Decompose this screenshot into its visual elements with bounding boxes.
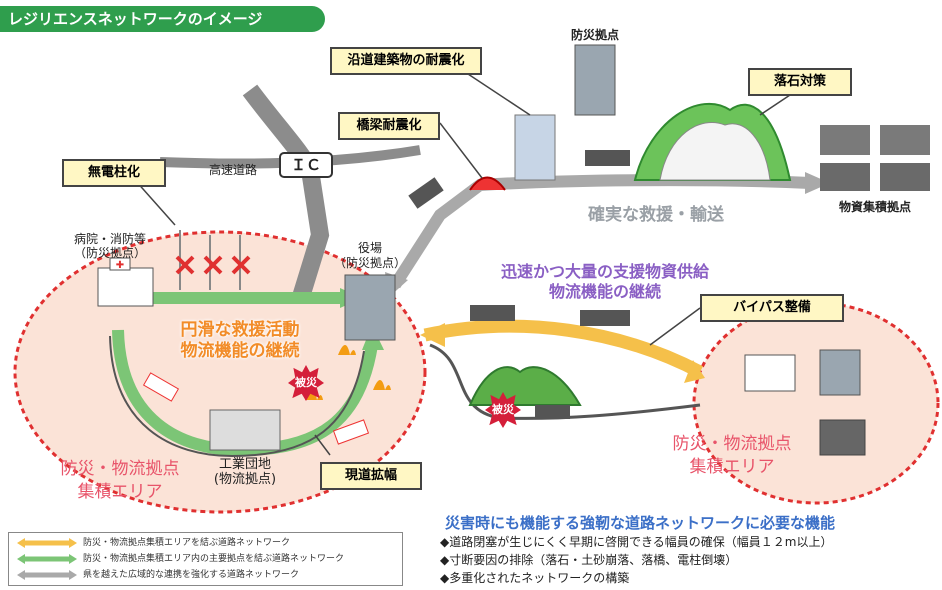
fire-1	[338, 345, 356, 355]
warehouse-right	[819, 419, 866, 456]
callout-bypass: バイパス整備	[700, 294, 844, 322]
label-industrial-1: 工業団地	[218, 457, 271, 472]
label-office-1: 役場	[357, 241, 382, 255]
ambulance-1	[142, 372, 180, 402]
x-marks	[175, 255, 251, 275]
label-industrial-2: (物流拠点)	[213, 472, 277, 487]
warehouse-1	[820, 125, 870, 155]
hospital-right	[744, 354, 796, 392]
town-hall-bldg	[344, 274, 396, 341]
text-supply-2: 物流機能の継続	[548, 282, 661, 301]
bridge-arch	[469, 176, 506, 191]
text-area-right-1: 防災・物流拠点	[672, 434, 792, 454]
function-item: ◆寸断要因の排除（落石・土砂崩落、落橋、電柱倒壊）	[440, 553, 738, 567]
label-hospital-2: （防災拠点）	[73, 246, 146, 260]
yellow-road	[423, 319, 704, 378]
legend-text: 県を越えた広域的な連携を強化する道路ネットワーク	[83, 570, 300, 580]
legend-text: 防災・物流拠点集積エリアを結ぶ道路ネットワーク	[83, 538, 291, 548]
truck-1	[408, 177, 444, 209]
warehouse-3	[820, 163, 870, 191]
text-supply-1: 迅速かつ大量の支援物資供給	[500, 262, 709, 281]
callout-undergrounding: 無電柱化	[62, 159, 166, 187]
svg-text:✚: ✚	[116, 260, 124, 271]
hospital-left	[97, 267, 154, 307]
callout-widening: 現道拡幅	[320, 462, 422, 490]
ambulance-2	[332, 419, 370, 445]
truck-2	[585, 150, 630, 166]
disaster-badge-2: 被災	[485, 392, 521, 428]
text-area-right-2: 集積エリア	[689, 457, 775, 477]
legend: 防災・物流拠点集積エリアを結ぶ道路ネットワーク 防災・物流拠点集積エリア内の主要…	[8, 532, 403, 586]
text-smooth-1: 円滑な救援活動	[180, 320, 300, 340]
bypass-mountain	[468, 366, 582, 406]
truck-3	[470, 305, 515, 321]
legend-item-green: 防災・物流拠点集積エリア内の主要拠点を結ぶ道路ネットワーク	[17, 552, 397, 566]
truck-4	[580, 310, 630, 326]
function-item: ◆多重化されたネットワークの構築	[440, 571, 630, 585]
text-rescue-transport: 確実な救援・輸送	[588, 205, 724, 225]
callout-roadside-seismic: 沿道建築物の耐震化	[330, 47, 482, 75]
ic-box	[279, 152, 333, 178]
legend-text: 防災・物流拠点集積エリア内の主要拠点を結ぶ道路ネットワーク	[83, 554, 345, 564]
label-office-2: （防災拠点）	[333, 256, 406, 270]
office-right	[819, 349, 861, 396]
callout-rockfall: 落石対策	[748, 68, 852, 96]
fire-2	[373, 380, 391, 390]
legend-item-yellow: 防災・物流拠点集積エリアを結ぶ道路ネットワーク	[17, 536, 397, 550]
office-bldg-grey	[514, 114, 556, 181]
functions-title: 災害時にも機能する強靭な道路ネットワークに必要な機能	[445, 514, 836, 532]
warehouse-4	[880, 163, 930, 191]
factory	[209, 409, 281, 451]
legend-item-grey: 県を越えた広域的な連携を強化する道路ネットワーク	[17, 568, 397, 582]
warehouse-2	[880, 125, 930, 155]
text-smooth-2: 物流機能の継続	[180, 341, 300, 361]
disaster-badge-1: 被災	[288, 365, 324, 401]
label-logistics-hub: 物資集積拠点	[838, 200, 911, 214]
label-highway: 高速道路	[208, 163, 257, 177]
text-area-left-1: 防災・物流拠点	[60, 459, 180, 479]
truck-5	[535, 405, 570, 419]
diagram-title: レジリエンスネットワークのイメージ	[0, 6, 325, 32]
label-hospital-1: 病院・消防等	[73, 232, 146, 246]
bosai-bldg-top	[574, 44, 616, 116]
text-area-left-2: 集積エリア	[77, 482, 163, 502]
function-item: ◆道路閉塞が生じにくく早期に啓開できる幅員の確保（幅員１２m以上）	[440, 535, 833, 549]
label-bosai-top: 防災拠点	[570, 28, 619, 42]
callout-bridge-seismic: 橋梁耐震化	[338, 112, 440, 140]
label-ic: ＩＣ	[290, 156, 321, 174]
